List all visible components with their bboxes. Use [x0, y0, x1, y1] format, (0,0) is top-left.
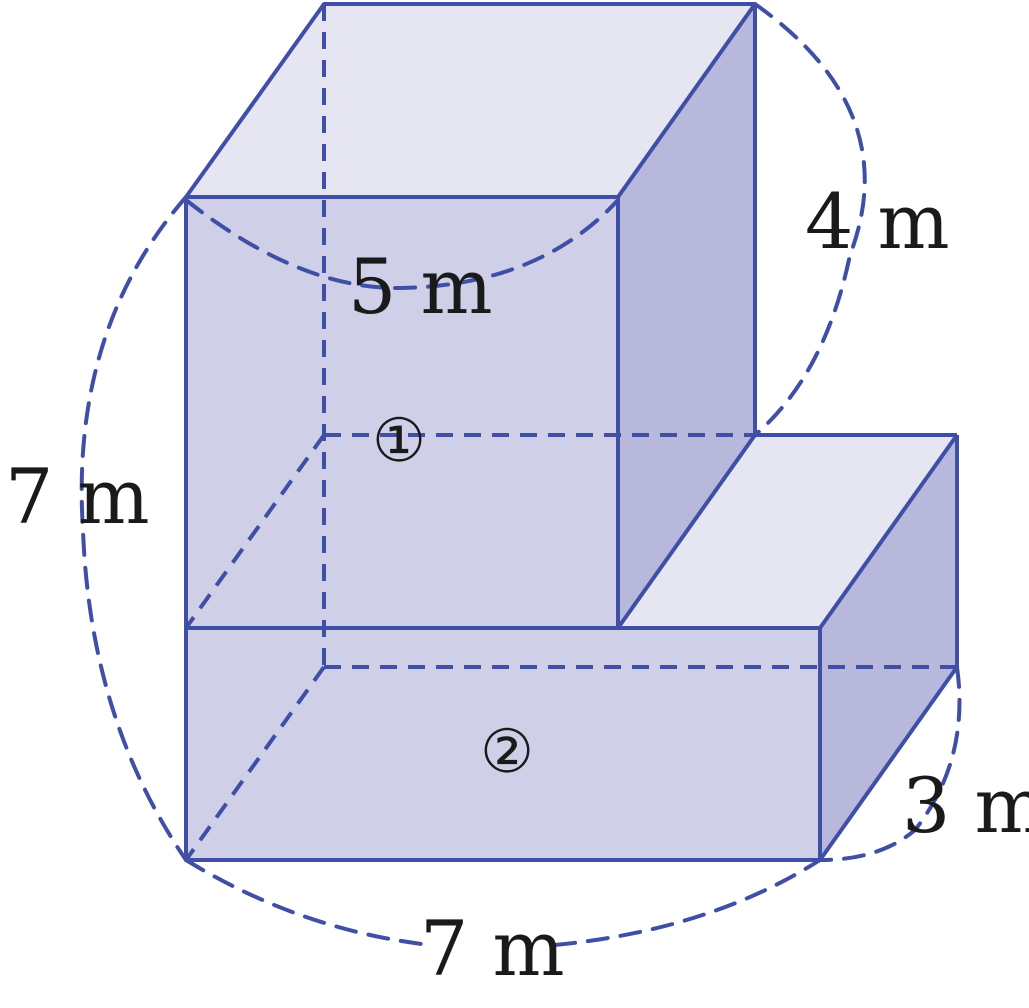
- lower-side-bottom-depth-edge: [818, 665, 959, 862]
- part-2-marker: ②: [480, 717, 534, 787]
- arc-height-total: [79, 195, 188, 862]
- upper-block-front-face: [186, 197, 618, 628]
- hidden-mid-depth-edge: [184, 433, 326, 630]
- label-width-bottom: 7 m: [420, 904, 565, 993]
- upper-block-side-face: [618, 4, 755, 628]
- step-diagonal-edge: [616, 433, 757, 630]
- hidden-bottom-depth-edge: [184, 665, 326, 862]
- visible-edges: [184, 2, 959, 862]
- label-height-upper: 4 m: [805, 177, 950, 266]
- lower-top-right-depth-edge: [818, 433, 959, 630]
- faces: [186, 4, 957, 860]
- label-depth-lower: 3 m: [902, 761, 1029, 850]
- dimension-labels: 5 m 4 m 7 m 7 m 3 m: [5, 177, 1029, 993]
- part-1-marker: ①: [372, 406, 426, 476]
- label-height-total: 7 m: [5, 452, 150, 541]
- part-markers: ① ②: [372, 406, 534, 787]
- arc-height-upper: [753, 2, 867, 437]
- label-depth-upper: 5 m: [348, 242, 493, 331]
- lower-block-top-face: [618, 435, 957, 628]
- dimension-arcs: [79, 2, 962, 947]
- arc-depth-upper: [184, 198, 620, 291]
- arc-depth-lower: [818, 665, 962, 862]
- lower-block-front-face: [186, 628, 820, 860]
- hidden-edges: [184, 4, 957, 862]
- lower-block-side-face: [820, 435, 957, 860]
- arc-width-bottom: [184, 858, 822, 947]
- upper-block-top-face: [186, 4, 755, 197]
